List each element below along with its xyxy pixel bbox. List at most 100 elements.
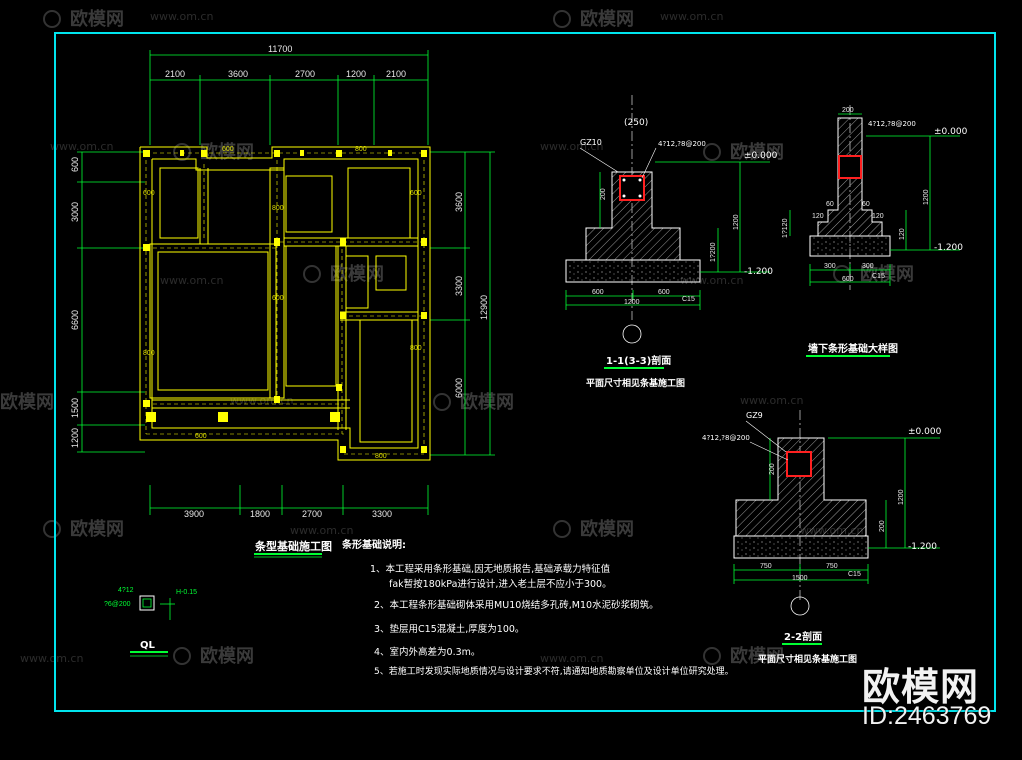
notes-heading: 条形基础说明:: [341, 538, 406, 551]
watermark-emblem: [553, 520, 571, 538]
watermark-logo: 欧模网: [200, 645, 254, 667]
watermark-emblem: [43, 520, 61, 538]
watermark-logo: 欧模网: [330, 263, 384, 285]
section11-title: 1-1(3-3)剖面: [606, 354, 671, 367]
plan-top-dim: 2100: [386, 69, 406, 79]
notes-line: 4、室内外高差为0.3m。: [374, 646, 480, 658]
watermark-site: www.om.cn: [20, 652, 83, 665]
watermark-site: www.om.cn: [50, 140, 113, 153]
footing-label: 800: [355, 146, 367, 153]
watermark-site: www.om.cn: [150, 10, 213, 23]
notes-line: 1、本工程采用条形基础,因无地质报告,基础承载力特征值: [370, 563, 611, 575]
watermark-logo: 欧模网: [860, 263, 914, 285]
plan-right-total: 12900: [479, 295, 489, 320]
section11-tag: (250): [624, 118, 648, 128]
plan-left-dim: 3000: [70, 202, 80, 222]
section22-title: 2-2剖面: [784, 630, 822, 643]
watermark-logo: 欧模网: [70, 8, 124, 30]
plan-right-dimensions: [430, 151, 495, 456]
watermark-emblem: [703, 143, 721, 161]
watermark-site: www.om.cn: [540, 140, 603, 153]
plan-right-dim: 6000: [454, 378, 464, 398]
plan-columns: [143, 150, 427, 453]
footing-label: 600: [195, 433, 207, 440]
footing-label: 600: [222, 146, 234, 153]
section11-height: 1?200: [710, 242, 717, 262]
brand-id: ID:2463769: [862, 702, 992, 730]
watermark-emblem: [553, 10, 571, 28]
drawing-frame: [54, 32, 996, 712]
section11-column: GZ10: [580, 138, 602, 147]
plan-top-dim: 1200: [346, 69, 366, 79]
notes-line: 3、垫层用C15混凝土,厚度为100。: [374, 623, 524, 635]
section11-subtitle: 平面尺寸相见条基施工图: [586, 377, 685, 389]
notes-line: 5、若施工时发现实际地质情况与设计要求不符,请通知地质勘察单位及设计单位研究处理…: [374, 665, 734, 677]
section22-dim: 750: [826, 563, 838, 570]
section11-bottom-level: -1.200: [744, 267, 773, 277]
wall-detail-step: 120: [872, 213, 884, 220]
footing-label: 600: [143, 190, 155, 197]
section-2-2: 750 750 1500 C15 200 1200 200 GZ9 4?12,?…: [702, 410, 942, 665]
section22-rebar: 4?12,?8@200: [702, 434, 750, 442]
footing-label: 800: [410, 345, 422, 352]
wall-detail-step: 120: [812, 213, 824, 220]
wall-detail-ring-beam: [838, 155, 862, 179]
watermark-logo: 欧模网: [730, 645, 784, 667]
watermark-site: www.om.cn: [540, 652, 603, 665]
section11-concrete: C15: [682, 296, 695, 303]
footing-label: 800: [375, 453, 387, 460]
section22-height: 1200: [898, 489, 905, 505]
plan-bottom-dim: 1800: [250, 509, 270, 519]
plan-left-dim: 600: [70, 157, 80, 172]
plan-top-dimensions: [149, 50, 429, 145]
section22-height: 200: [879, 520, 886, 532]
wall-strip-detail: 200 300 300 600 C15 60 60 120 120 1200 1…: [782, 105, 968, 357]
watermark-logo: 欧模网: [70, 518, 124, 540]
section11-width: 1200: [624, 299, 640, 306]
section22-ring-beam: [786, 451, 812, 477]
notes-line: fak暂按180kPa进行设计,进入老土层不应小于300。: [389, 578, 612, 590]
wall-detail-title: 墙下条形基础大样图: [808, 342, 898, 355]
section22-concrete: C15: [848, 571, 861, 578]
plan-top-dim: 2100: [165, 69, 185, 79]
watermark-emblem: [173, 143, 191, 161]
wall-detail-concrete: C15: [872, 273, 885, 280]
section11-top-level: ±0.000: [744, 151, 778, 161]
notes-line: 2、本工程条形基础砌体采用MU10烧结多孔砖,M10水泥砂浆砌筑。: [374, 599, 659, 611]
wall-detail-width: 600: [842, 276, 854, 283]
footing-label: 800: [143, 350, 155, 357]
plan-left-dimensions: [77, 151, 145, 453]
foundation-notes: 条形基础说明: 1、本工程采用条形基础,因无地质报告,基础承载力特征值 fak暂…: [341, 538, 734, 677]
ql-side-label: ?6@200: [104, 601, 131, 608]
ql-top-label: 4?12: [118, 587, 134, 594]
brand-logo: 欧模网: [862, 665, 980, 709]
ql-detail: 4?12 ?6@200 H-0.15 QL: [104, 587, 197, 657]
ql-title: QL: [140, 640, 156, 651]
wall-detail-dim: 300: [862, 263, 874, 270]
section22-bottom-level: -1.200: [908, 542, 937, 552]
ql-note: H-0.15: [176, 589, 197, 596]
plan-bottom-dim: 3300: [372, 509, 392, 519]
plan-bottom-dim: 2700: [302, 509, 322, 519]
watermark-emblem: [43, 10, 61, 28]
plan-axes: [145, 152, 425, 455]
footing-label: 800: [272, 205, 284, 212]
plan-top-dim: 3600: [228, 69, 248, 79]
watermark-logo: 欧模网: [730, 141, 784, 163]
section-1-1: 600 600 1200 C15 200 1200 1?200 (250) GZ…: [565, 95, 778, 389]
plan-left-dim: 6600: [70, 310, 80, 330]
plan-footing-labels: 600 800 600 800 600 800 600 800 800 600: [143, 146, 422, 460]
wall-detail-bottom-level: -1.200: [934, 243, 963, 253]
plan-top-dim: 2700: [295, 69, 315, 79]
section22-column: GZ9: [746, 411, 763, 420]
wall-detail-step: 60: [862, 201, 870, 208]
section22-top-level: ±0.000: [908, 427, 942, 437]
wall-detail-step: 60: [826, 201, 834, 208]
section11-axis-bubble: [622, 324, 642, 344]
section11-dim: 600: [658, 289, 670, 296]
footing-label: 600: [272, 295, 284, 302]
footing-label: 600: [410, 190, 422, 197]
section22-width: 1500: [792, 575, 808, 582]
wall-detail-top-level: ±0.000: [934, 127, 968, 137]
